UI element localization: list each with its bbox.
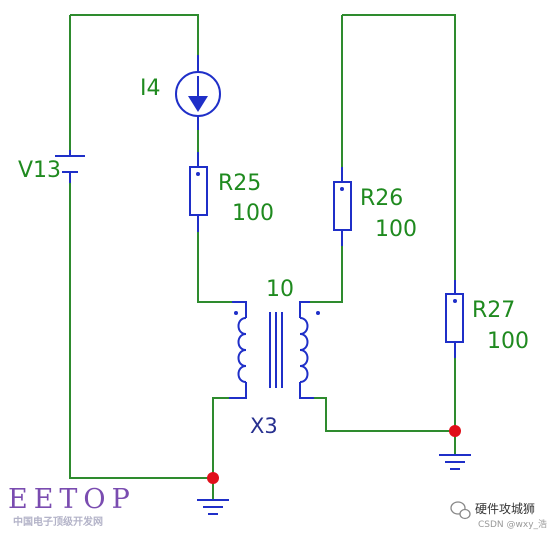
wire-x3-sec-bottom	[314, 397, 455, 432]
wire-r26-x3	[310, 246, 343, 303]
ground-right-symbol	[439, 454, 471, 470]
r27-dot	[453, 299, 457, 303]
v13-source[interactable]	[55, 150, 85, 183]
watermark-channel: 硬件攻城狮	[475, 502, 535, 516]
node-left-ground	[207, 472, 219, 484]
x3-primary-dot	[234, 311, 238, 315]
i4-current-source[interactable]	[175, 55, 221, 130]
x3-primary-lead-top	[232, 301, 247, 318]
wire-v13-bottom	[69, 183, 213, 479]
i4-arrow-head	[188, 96, 208, 112]
v13-label: V13	[18, 158, 61, 183]
watermark-logo: EETOP	[8, 484, 136, 515]
r26-dot	[340, 187, 344, 191]
x3-value: 10	[266, 277, 294, 302]
wechat-icon	[450, 501, 471, 520]
x3-secondary-dot	[316, 311, 320, 315]
r27-value: 100	[487, 329, 529, 354]
r25-value: 100	[232, 201, 274, 226]
ground-left-symbol	[197, 499, 229, 515]
wire-top-right	[342, 14, 456, 280]
x3-primary-coil	[237, 317, 247, 383]
r25-resistor[interactable]	[189, 152, 208, 232]
watermark-credit: CSDN @wxy_浩	[478, 518, 547, 530]
r26-resistor[interactable]	[333, 167, 352, 246]
wire-x3-gnd-left	[212, 397, 229, 478]
x3-primary-lead-bottom	[229, 382, 247, 399]
r26-label: R26	[360, 186, 403, 211]
r25-label: R25	[218, 171, 261, 196]
watermark-tagline: 中国电子顶级开发网	[13, 515, 103, 528]
x3-secondary-lead-bottom	[299, 382, 314, 399]
x3-label: X3	[250, 414, 278, 438]
x3-secondary-lead-top	[299, 301, 310, 318]
i4-label: I4	[140, 76, 161, 101]
r27-resistor[interactable]	[445, 280, 464, 358]
x3-transformer[interactable]	[229, 301, 320, 399]
r25-dot	[196, 172, 200, 176]
wire-top-left	[70, 14, 199, 55]
wire-r25-x3	[197, 232, 232, 303]
r27-label: R27	[472, 298, 515, 323]
r26-value: 100	[375, 217, 417, 242]
node-right-ground	[449, 425, 461, 437]
x3-secondary-coil	[299, 317, 309, 383]
